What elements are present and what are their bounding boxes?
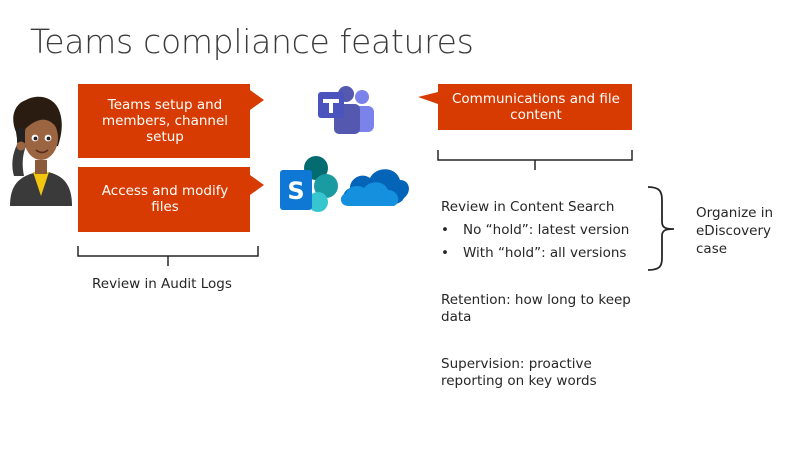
svg-text:S: S [287, 177, 304, 205]
bullet-dot: • [441, 245, 449, 261]
onedrive-icon [340, 169, 409, 206]
supervision-text: Supervision: proactive reporting on key … [441, 356, 597, 389]
slide-title: Teams compliance features [30, 22, 474, 61]
callout-access-files-shape [78, 167, 264, 232]
teams-icon [318, 86, 374, 134]
bullet-text: No “hold”: latest version [463, 222, 630, 238]
audit-logs-label: Review in Audit Logs [92, 276, 232, 292]
organize-label: Organize in eDiscovery case [696, 205, 774, 257]
retention-text: Retention: how long to keep data [441, 292, 631, 325]
audit-bracket [77, 246, 259, 266]
content-search-heading: Review in Content Search [441, 199, 615, 215]
callout-teams-setup: Teams setup and members, channel setup [101, 97, 229, 145]
callout-teams-setup-shape [78, 84, 264, 158]
organize-brace [647, 186, 675, 271]
bullet-text: With “hold”: all versions [463, 245, 627, 261]
callout-communications: Communications and file content [452, 91, 620, 123]
callout-access-files: Access and modify files [101, 183, 229, 215]
content-bracket [437, 150, 633, 170]
callout-communications-shape [418, 84, 632, 130]
sharepoint-icon: S [280, 156, 338, 212]
bullet-dot: • [441, 222, 449, 238]
person-on-phone-icon [10, 96, 72, 206]
bullet-list-item: • With “hold”: all versions [441, 245, 626, 262]
bullet-list-item: • No “hold”: latest version [441, 222, 629, 239]
